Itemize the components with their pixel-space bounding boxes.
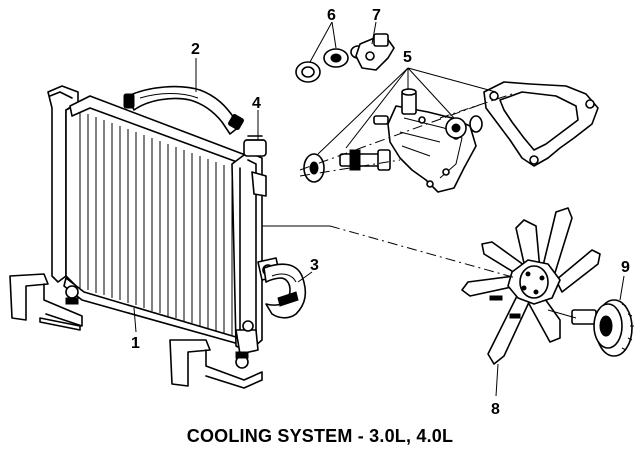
cooling-fan [461,207,601,365]
radiator-support-right [169,339,263,389]
callout-8: 8 [491,401,500,418]
diagram-caption: COOLING SYSTEM - 3.0L, 4.0L [186,426,454,446]
callout-6: 6 [327,7,336,24]
callout-1: 1 [131,335,140,352]
lower-radiator-hose [263,263,307,319]
fan-clutch [571,299,634,357]
leader-lines [133,21,625,397]
callout-3: 3 [310,257,319,274]
callout-9: 9 [621,259,630,276]
thermostat-housing [295,33,395,83]
radiator [47,85,281,355]
callout-7: 7 [372,7,381,24]
water-pump [303,81,599,193]
callout-4: 4 [252,95,261,112]
radiator-support-left [9,273,83,331]
upper-radiator-hose [123,85,244,135]
callout-2: 2 [191,41,200,58]
callout-5: 5 [403,49,412,66]
